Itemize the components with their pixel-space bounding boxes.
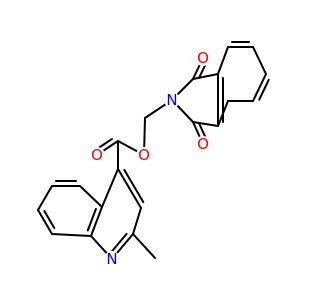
bond [132, 233, 156, 259]
bond [96, 138, 113, 150]
atom-o-bottom: O [195, 135, 211, 153]
bond [198, 122, 207, 140]
bond [90, 206, 103, 237]
bond [123, 168, 145, 204]
bond [117, 168, 142, 209]
atom-label-o-top: O [197, 49, 209, 67]
bond-layer [37, 41, 270, 260]
atom-label-o-carbonyl: O [91, 146, 103, 164]
bond [217, 46, 229, 75]
atom-label-o-ester: O [138, 146, 150, 164]
atom-o-ester: O [136, 146, 152, 164]
atom-label-n-quinoline: N [106, 250, 117, 268]
bond [252, 46, 267, 75]
molecule-canvas: O N O O O N [37, 41, 270, 268]
bond [51, 233, 92, 237]
atom-label-o-bottom: O [197, 135, 209, 153]
atom-n-quinoline: N [104, 250, 120, 268]
atom-o-top: O [195, 49, 211, 67]
bond [79, 185, 103, 208]
bond [37, 185, 53, 211]
atom-o-carbonyl: O [89, 146, 105, 164]
structure-diagram: O N O O O N [37, 41, 270, 268]
bond [43, 209, 56, 230]
bond [198, 62, 207, 79]
bond [192, 73, 219, 80]
atom-label-layer: O N O O O N [89, 49, 211, 268]
bond [37, 209, 53, 235]
bond [86, 207, 97, 232]
bond [192, 121, 219, 127]
bond [252, 73, 267, 102]
bond [132, 207, 142, 235]
bond [258, 78, 270, 101]
bond [109, 232, 128, 254]
atom-label-n-imide: N [166, 91, 177, 109]
atom-n-imide: N [164, 91, 180, 109]
bond [101, 168, 119, 208]
